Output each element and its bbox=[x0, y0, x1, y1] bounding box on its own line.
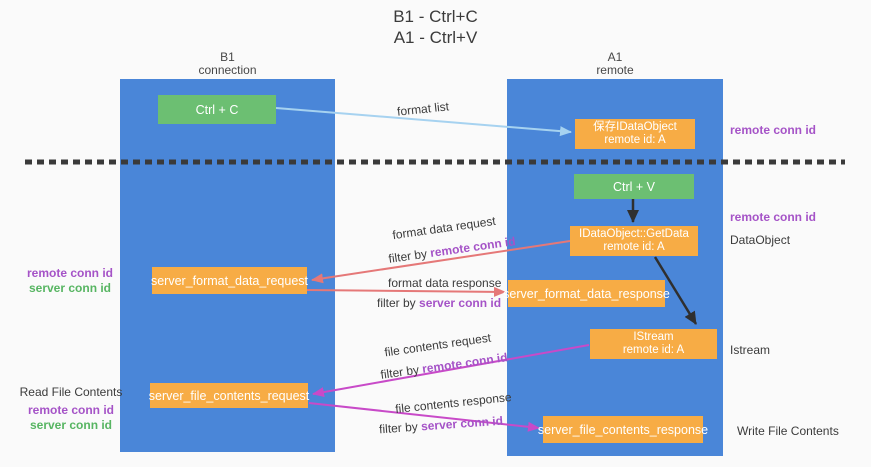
column-a1-name: A1 bbox=[607, 50, 623, 64]
node-getdata-line1: IDataObject::GetData bbox=[579, 228, 689, 240]
label-server-conn-id-left-bottom: server conn id bbox=[29, 418, 113, 432]
label-remote-conn-id-top: remote conn id bbox=[730, 123, 817, 137]
node-save-idataobject-line2: remote id: A bbox=[604, 134, 666, 146]
label-dataobject: DataObject bbox=[730, 233, 791, 247]
label-remote-conn-id-left-bottom: remote conn id bbox=[27, 403, 114, 417]
label-filter-by-server-2: filter by server conn id bbox=[379, 414, 504, 437]
node-istream: IStream remote id: A bbox=[590, 329, 717, 359]
node-save-idataobject: 保存IDataObject remote id: A bbox=[575, 119, 695, 149]
label-remote-conn-id-mid: remote conn id bbox=[730, 210, 817, 224]
node-idataobject-getdata: IDataObject::GetData remote id: A bbox=[570, 226, 698, 256]
arrow-format-data-response bbox=[306, 286, 506, 297]
label-format-data-response: format data response bbox=[388, 276, 502, 290]
filter-by-text: filter by bbox=[387, 246, 428, 266]
label-istream: Istream bbox=[730, 343, 771, 357]
node-server-file-contents-response: server_file_contents_response bbox=[538, 416, 708, 443]
label-server-conn-id-left-mid: server conn id bbox=[28, 281, 112, 295]
label-file-contents-response: file contents response bbox=[394, 389, 513, 417]
column-header-a1: A1 remote bbox=[507, 51, 723, 77]
label-write-file-contents: Write File Contents bbox=[737, 424, 839, 438]
column-header-b1: B1 connection bbox=[120, 51, 335, 77]
server-conn-id-text: server conn id bbox=[419, 296, 502, 310]
node-server-format-data-request: server_format_data_request bbox=[151, 267, 308, 294]
column-b1-role: connection bbox=[198, 63, 257, 77]
left-label-group-bottom: Read File Contents remote conn id server… bbox=[15, 385, 127, 433]
column-b1-name: B1 bbox=[220, 50, 235, 64]
node-istream-line1: IStream bbox=[633, 331, 674, 343]
node-getdata-line2: remote id: A bbox=[603, 241, 665, 253]
node-save-idataobject-line1: 保存IDataObject bbox=[593, 121, 677, 133]
title-line-2: A1 - Ctrl+V bbox=[393, 28, 478, 47]
column-a1-role: remote bbox=[596, 63, 634, 77]
remote-conn-id-text: remote conn id bbox=[421, 350, 509, 376]
label-filter-by-server-1: filter by server conn id bbox=[377, 296, 501, 310]
label-format-list: format list bbox=[396, 99, 450, 119]
left-label-group-mid: remote conn id server conn id bbox=[15, 266, 125, 296]
label-read-file-contents: Read File Contents bbox=[19, 385, 123, 399]
title-line-1: B1 - Ctrl+C bbox=[393, 7, 478, 26]
filter-by-text: filter by bbox=[379, 362, 420, 382]
diagram-title: B1 - Ctrl+C A1 - Ctrl+V bbox=[0, 6, 871, 48]
server-conn-id-text: server conn id bbox=[420, 413, 504, 434]
filter-by-text: filter by bbox=[377, 296, 416, 310]
node-ctrl-c: Ctrl + C bbox=[158, 95, 276, 124]
label-remote-conn-id-left-mid: remote conn id bbox=[26, 266, 113, 280]
filter-by-text: filter by bbox=[378, 419, 419, 437]
node-ctrl-v: Ctrl + V bbox=[574, 174, 694, 199]
node-server-format-data-response: server_format_data_response bbox=[503, 280, 670, 307]
node-istream-line2: remote id: A bbox=[622, 344, 685, 356]
remote-conn-id-text: remote conn id bbox=[429, 234, 517, 260]
node-server-file-contents-request: server_file_contents_request bbox=[149, 383, 309, 408]
